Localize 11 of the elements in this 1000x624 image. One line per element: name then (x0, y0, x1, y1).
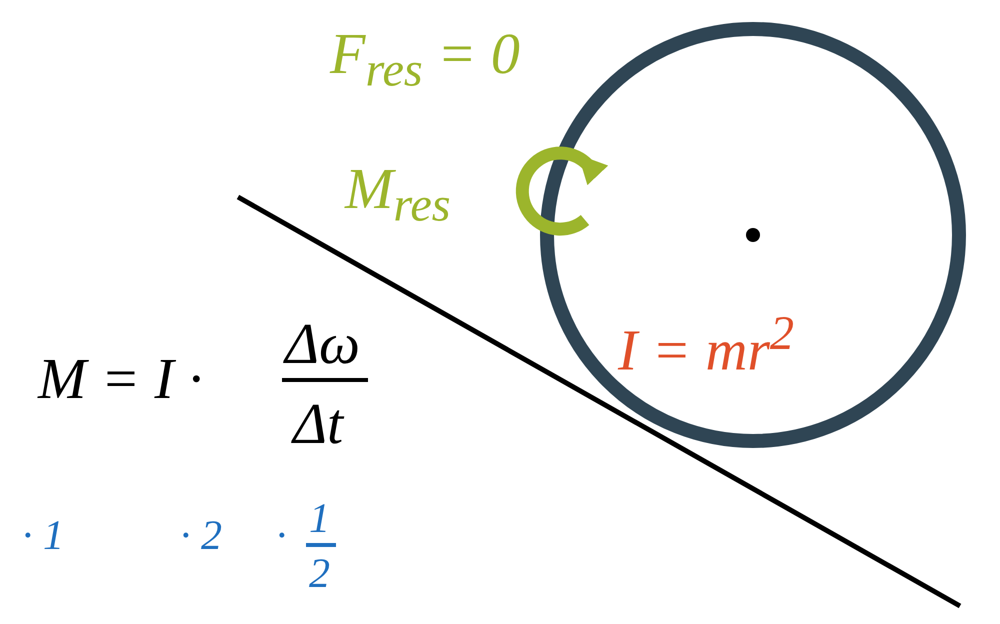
inertia-formula: I = mr$^{2}$ (618, 310, 794, 380)
moment-label: M$_{res}$ (345, 160, 451, 230)
fraction-denominator: 2 (309, 553, 330, 595)
moment-formula: M = I · (38, 350, 203, 408)
fraction-numerator: Δω (285, 315, 360, 373)
fraction-denominator: Δt (293, 395, 344, 453)
factor-label: · 1 (22, 515, 64, 557)
factor-label: · 2 (180, 515, 222, 557)
factor-label: · (276, 515, 286, 557)
force-formula: F$_{res}$ = 0 (330, 25, 520, 95)
fraction-numerator: 1 (309, 498, 330, 540)
